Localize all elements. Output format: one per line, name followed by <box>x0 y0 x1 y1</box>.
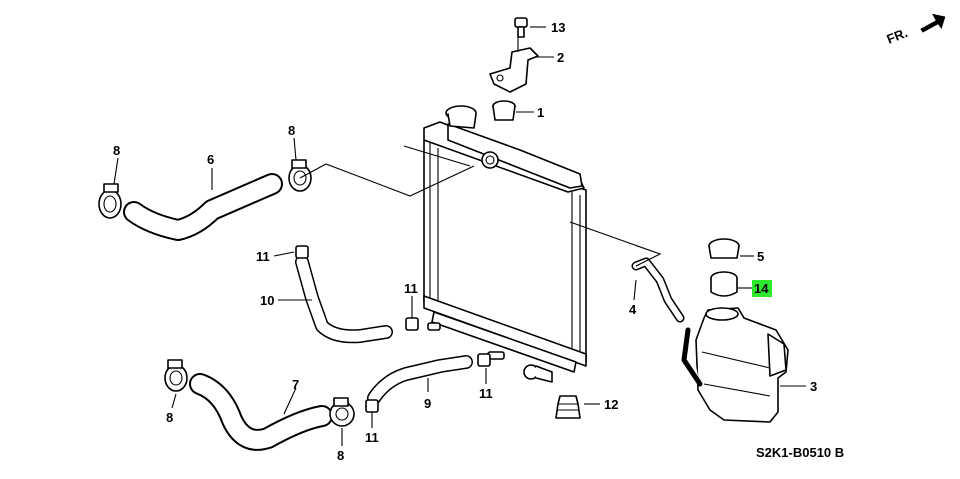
part-6-upper-hose[interactable] <box>123 173 283 241</box>
part-4-overflow-tube[interactable] <box>631 257 685 323</box>
callout-8-c: 8 <box>166 410 173 425</box>
callout-6: 6 <box>207 152 214 167</box>
callout-9: 9 <box>424 396 431 411</box>
part-2-bracket[interactable] <box>489 47 539 93</box>
front-direction-label: FR. <box>885 25 910 47</box>
callout-11-d: 11 <box>365 430 379 445</box>
callout-3: 3 <box>810 379 817 394</box>
callouts: 13 2 1 5 14 3 4 6 7 10 9 11 11 11 11 12 … <box>113 20 817 463</box>
callout-1: 1 <box>537 105 544 120</box>
callout-5: 5 <box>757 249 764 264</box>
callout-8-d: 8 <box>337 448 344 463</box>
part-8-clamp-c[interactable] <box>164 359 188 392</box>
part-11-clamp-c[interactable] <box>477 353 491 367</box>
callout-8-a: 8 <box>113 143 120 158</box>
callout-14-highlight <box>752 280 772 297</box>
callout-11-a: 11 <box>256 249 270 264</box>
callout-2: 2 <box>557 50 564 65</box>
part-13-bolt[interactable] <box>514 17 528 38</box>
diagram-code: S2K1-B0510 B <box>756 445 844 460</box>
part-11-clamp-d[interactable] <box>365 399 379 413</box>
part-14-packing[interactable] <box>710 271 738 297</box>
part-8-clamp-d[interactable] <box>329 397 355 427</box>
part-3-reserve-tank[interactable] <box>681 307 789 423</box>
callout-7: 7 <box>292 377 299 392</box>
radiator <box>423 105 587 383</box>
part-8-clamp-b[interactable] <box>288 159 312 192</box>
callout-13: 13 <box>551 20 565 35</box>
callout-11-c: 11 <box>479 386 493 401</box>
part-1-cushion[interactable] <box>492 100 516 121</box>
leader-lines <box>113 26 806 446</box>
part-7-lower-hose[interactable] <box>189 373 333 451</box>
callout-14: 14 <box>754 281 769 296</box>
part-12-drain-plug[interactable] <box>555 395 581 419</box>
part-11-clamp-a[interactable] <box>295 245 309 259</box>
front-direction-arrow: FR. <box>885 13 946 47</box>
part-5-tank-cap[interactable] <box>708 238 740 259</box>
callout-12: 12 <box>604 397 618 412</box>
part-10-hose[interactable] <box>295 255 393 344</box>
callout-11-b: 11 <box>404 281 418 296</box>
callout-4: 4 <box>629 302 637 317</box>
part-11-clamp-b[interactable] <box>405 317 419 331</box>
callout-10: 10 <box>260 293 274 308</box>
part-9-hose[interactable] <box>367 355 473 405</box>
callout-8-b: 8 <box>288 123 295 138</box>
part-8-clamp-a[interactable] <box>98 183 122 219</box>
